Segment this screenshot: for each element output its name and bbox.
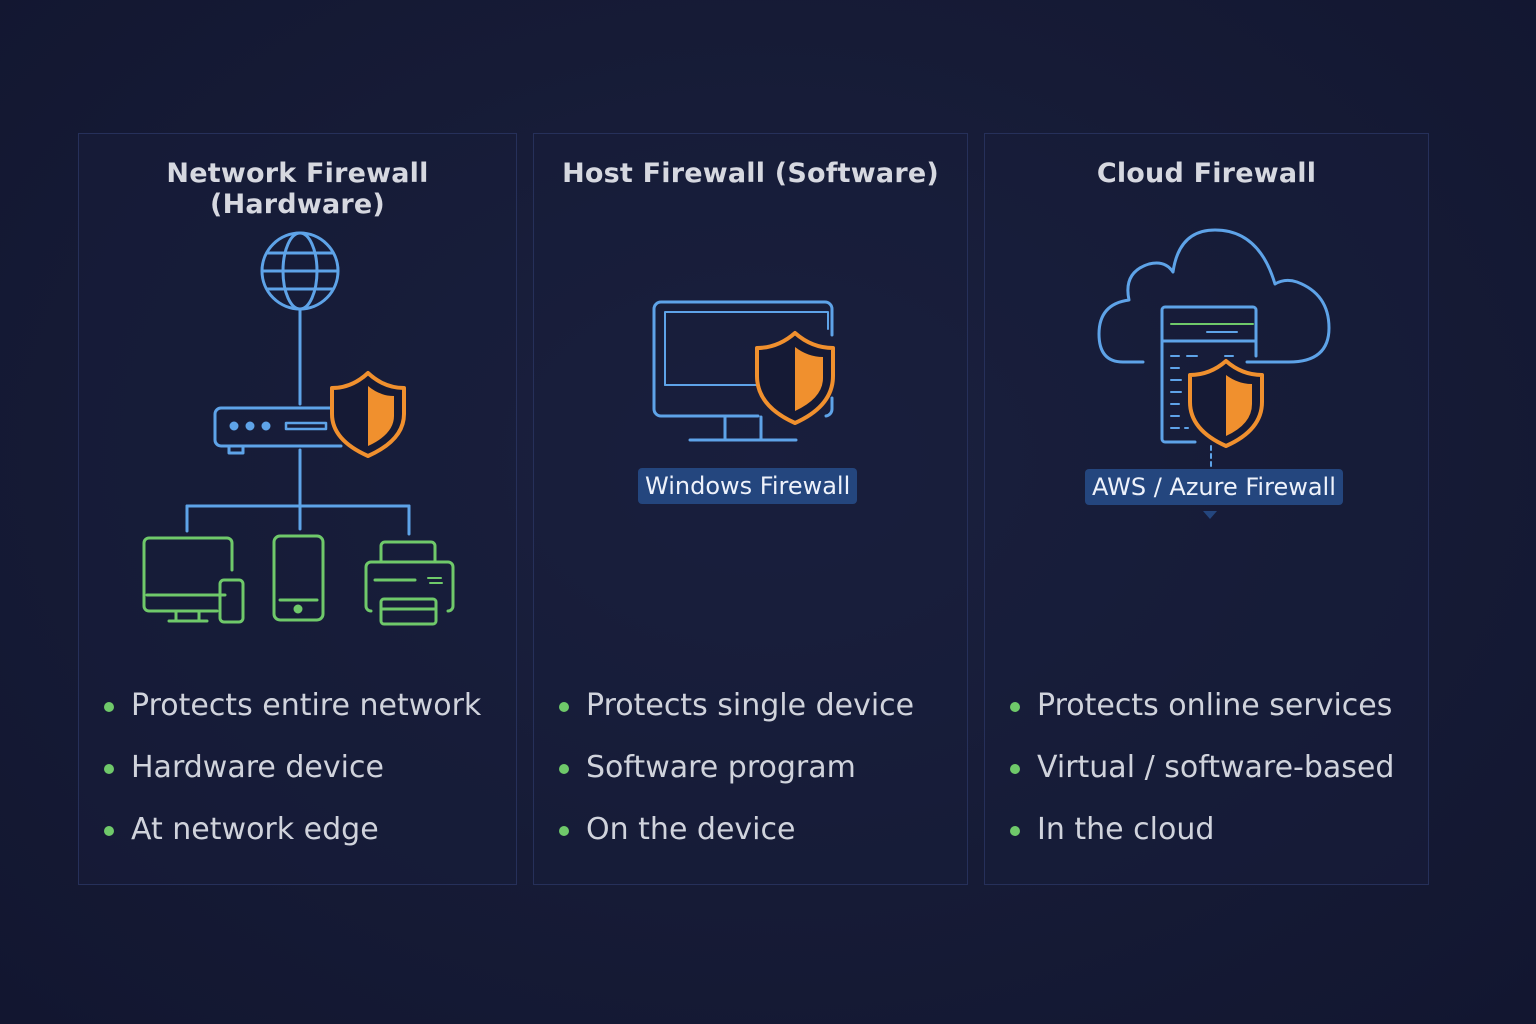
server-icon (1160, 305, 1258, 468)
list-item: Virtual / software-based (1007, 746, 1394, 808)
cloud-diagram (1097, 228, 1331, 468)
badge-pointer (1203, 511, 1217, 519)
globe-icon (260, 231, 340, 311)
feature-list: Protects online services Virtual / softw… (1007, 684, 1394, 870)
monitor-icon (652, 300, 834, 442)
list-item: Protects entire network (101, 684, 481, 746)
shield-icon (755, 331, 835, 425)
host-diagram (652, 300, 835, 442)
windows-firewall-badge: Windows Firewall (638, 468, 858, 504)
list-item: Protects single device (556, 684, 914, 746)
cloud-firewall-panel: Cloud Firewall AWS / Azure Fi (984, 133, 1429, 885)
router-icon (213, 406, 343, 455)
feature-list: Protects entire network Hardware device … (101, 684, 481, 870)
panel-title: Network Firewall (Hardware) (166, 158, 429, 220)
phone-icon (272, 534, 325, 622)
shield-icon (1188, 359, 1264, 448)
panel-title: Host Firewall (Software) (562, 158, 939, 189)
list-item: Hardware device (101, 746, 481, 808)
network-firewall-panel: Network Firewall (Hardware) (78, 133, 517, 885)
list-item: Software program (556, 746, 914, 808)
network-diagram (142, 231, 455, 626)
feature-list: Protects single device Software program … (556, 684, 914, 870)
branch-lines (185, 448, 411, 536)
printer-icon (364, 540, 455, 626)
cloud-icon (1097, 228, 1331, 364)
list-item: At network edge (101, 808, 481, 870)
list-item: Protects online services (1007, 684, 1394, 746)
shield-icon (330, 371, 406, 458)
desktop-icon (142, 536, 245, 624)
host-firewall-panel: Host Firewall (Software) Windows Firewal… (533, 133, 968, 885)
list-item: On the device (556, 808, 914, 870)
panel-title: Cloud Firewall (1096, 158, 1317, 189)
list-item: In the cloud (1007, 808, 1394, 870)
aws-azure-firewall-badge: AWS / Azure Firewall (1085, 469, 1343, 505)
